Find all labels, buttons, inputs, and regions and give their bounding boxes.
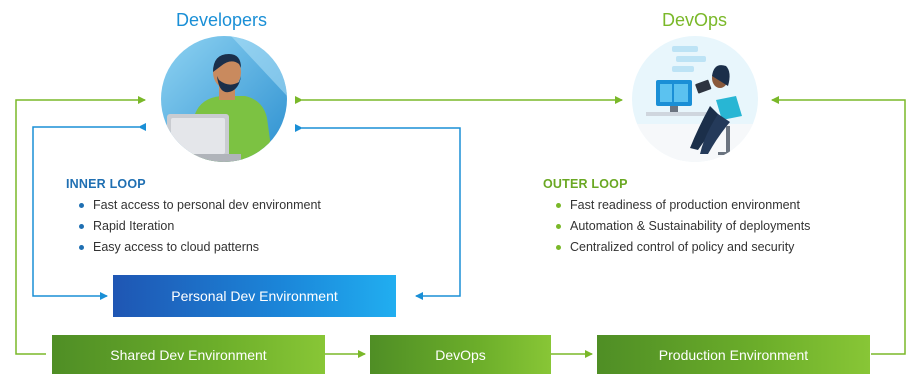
outer-right-arrow [771,96,906,355]
inner-right-arrow [295,124,461,300]
inner-loop-list: Fast access to personal dev environment … [79,195,321,258]
bullet-icon [556,224,561,229]
devops-avatar-icon [632,36,758,162]
bullet-icon [79,203,84,208]
list-item-text: Fast access to personal dev environment [93,198,321,212]
inner-loop-title: INNER LOOP [66,177,146,191]
developers-heading: Developers [176,10,268,30]
devops-box: DevOps [370,335,551,374]
list-item: Centralized control of policy and securi… [556,237,810,258]
developer-avatar-icon [161,36,287,162]
list-item: Fast access to personal dev environment [79,195,321,216]
bullet-icon [556,203,561,208]
personal-dev-environment-box: Personal Dev Environment [113,275,396,317]
list-item: Fast readiness of production environment [556,195,810,216]
list-item: Rapid Iteration [79,216,321,237]
inner-left-arrow [32,123,146,300]
bullet-icon [79,224,84,229]
list-item-text: Fast readiness of production environment [570,198,800,212]
outer-loop-list: Fast readiness of production environment… [556,195,810,258]
list-item-text: Centralized control of policy and securi… [570,240,795,254]
list-item-text: Rapid Iteration [93,219,175,233]
list-item: Automation & Sustainability of deploymen… [556,216,810,237]
list-item-text: Easy access to cloud patterns [93,240,260,254]
devops-heading: DevOps [662,10,728,30]
shared-dev-environment-box: Shared Dev Environment [52,335,325,374]
outer-left-arrow [15,96,146,355]
production-environment-box: Production Environment [597,335,870,374]
bullet-icon [556,245,561,250]
list-item: Easy access to cloud patterns [79,237,321,258]
outer-loop-title: OUTER LOOP [543,177,628,191]
bullet-icon [79,245,84,250]
list-item-text: Automation & Sustainability of deploymen… [570,219,811,233]
